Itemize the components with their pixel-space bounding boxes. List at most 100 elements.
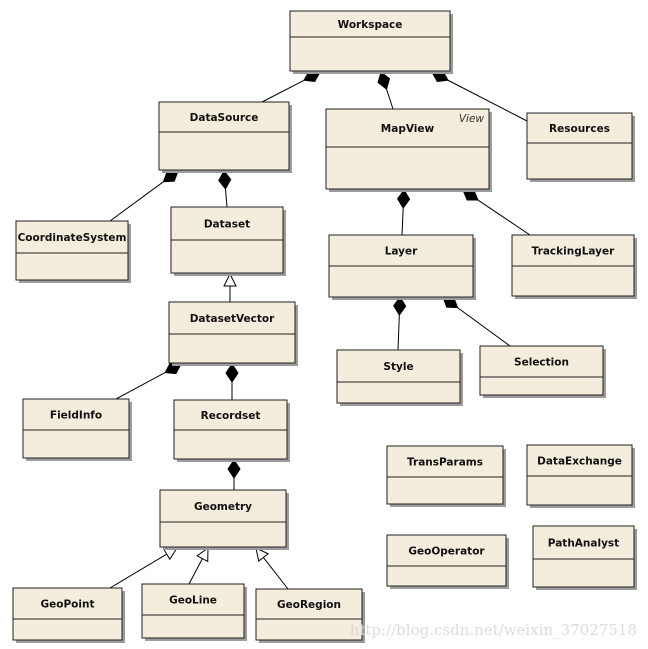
class-name: DataExchange <box>537 456 622 468</box>
generalization-arrowhead <box>255 547 270 563</box>
composition-line <box>261 79 305 103</box>
composition-line <box>457 307 511 347</box>
class-style: Style <box>336 349 463 406</box>
generalization-line <box>109 553 167 589</box>
generalization-line <box>188 558 203 585</box>
generalization-arrowhead <box>223 272 237 287</box>
composition-datasource-coordinatesystem <box>109 170 179 222</box>
class-name: DataSource <box>190 112 259 124</box>
composition-layer-style <box>393 296 407 351</box>
composition-line <box>115 372 166 400</box>
generalization-dataset-datasetvector <box>223 272 237 302</box>
class-geoline: GeoLine <box>141 583 247 641</box>
class-coordinatesystem: CoordinateSystem <box>15 220 131 283</box>
composition-diamond <box>393 296 407 316</box>
class-name: TrackingLayer <box>532 246 615 258</box>
composition-line <box>386 88 394 110</box>
class-box <box>15 220 129 281</box>
composition-diamond <box>227 459 241 479</box>
class-box <box>141 583 245 639</box>
class-name: GeoRegion <box>277 599 341 611</box>
composition-line <box>477 199 531 236</box>
class-datasource: DataSource <box>158 101 292 173</box>
composition-diamond <box>377 71 391 90</box>
class-box <box>526 112 633 180</box>
class-geopoint: GeoPoint <box>12 587 125 643</box>
class-box <box>479 345 604 396</box>
generalization-arrowhead <box>196 547 209 563</box>
class-georegion: GeoRegion <box>255 588 365 643</box>
class-recordset: Recordset <box>173 399 290 462</box>
composition-line <box>224 188 228 208</box>
class-pathanalyst: PathAnalyst <box>532 525 637 590</box>
class-name: FieldInfo <box>50 410 102 422</box>
class-dataexchange: DataExchange <box>526 444 635 508</box>
class-name: Workspace <box>338 19 403 31</box>
generalization-geometry-geopoint <box>109 547 178 589</box>
class-fieldinfo: FieldInfo <box>22 398 132 461</box>
composition-line <box>447 79 528 122</box>
composition-datasetvector-recordset <box>225 363 239 400</box>
composition-line <box>401 207 404 236</box>
class-geooperator: GeoOperator <box>386 534 509 589</box>
composition-workspace-mapview <box>377 71 394 110</box>
class-box <box>158 101 290 171</box>
class-name: Resources <box>549 123 610 135</box>
watermark-text: http://blog.csdn.net/weixin_37027518 <box>350 621 637 639</box>
class-name: MapView <box>381 123 435 135</box>
composition-mapview-layer <box>397 189 411 236</box>
generalization-geometry-geoline <box>188 547 209 585</box>
connectors <box>109 70 531 590</box>
composition-diamond <box>225 363 239 383</box>
class-trackinglayer: TrackingLayer <box>511 234 637 299</box>
class-name: Layer <box>385 246 418 258</box>
class-name: Dataset <box>204 219 250 231</box>
class-name: Style <box>383 361 413 373</box>
composition-diamond <box>218 170 232 190</box>
composition-datasetvector-fieldinfo <box>115 362 182 400</box>
composition-recordset-geometry <box>227 459 241 490</box>
class-selection: Selection <box>479 345 606 398</box>
class-name: Recordset <box>201 410 261 422</box>
class-name: GeoOperator <box>408 546 485 558</box>
class-dataset: Dataset <box>170 206 286 276</box>
class-mapview: MapView View <box>325 108 492 192</box>
class-workspace: Workspace <box>289 10 453 74</box>
class-layer: Layer <box>328 234 476 300</box>
class-box <box>336 349 461 404</box>
class-datasetvector: DatasetVector <box>168 301 298 366</box>
composition-diamond <box>397 189 411 209</box>
class-box <box>532 525 635 588</box>
composition-workspace-datasource <box>261 70 321 103</box>
class-box <box>12 587 123 641</box>
class-name: Geometry <box>194 501 252 513</box>
class-box <box>159 489 287 548</box>
composition-line <box>109 181 164 222</box>
class-name: PathAnalyst <box>548 538 619 550</box>
class-resources: Resources <box>526 112 635 182</box>
class-stereotype: View <box>459 113 485 125</box>
class-geometry: Geometry <box>159 489 289 550</box>
class-box <box>22 398 130 459</box>
class-box <box>255 588 363 641</box>
class-box <box>386 534 507 587</box>
composition-line <box>397 314 400 351</box>
generalization-line <box>262 557 289 590</box>
class-name: GeoPoint <box>41 599 95 611</box>
class-name: CoordinateSystem <box>18 232 127 244</box>
class-box <box>325 108 490 190</box>
class-box <box>386 445 504 505</box>
composition-layer-selection <box>442 296 511 347</box>
generalization-geometry-georegion <box>255 547 289 590</box>
class-name: TransParams <box>407 457 483 469</box>
class-box <box>289 10 451 72</box>
class-box <box>168 301 296 364</box>
class-name: GeoLine <box>169 595 217 607</box>
class-name: DatasetVector <box>190 313 275 325</box>
class-box <box>526 444 633 506</box>
class-transparams: TransParams <box>386 445 506 507</box>
composition-mapview-trackinglayer <box>462 189 531 236</box>
composition-datasource-dataset <box>218 170 232 208</box>
